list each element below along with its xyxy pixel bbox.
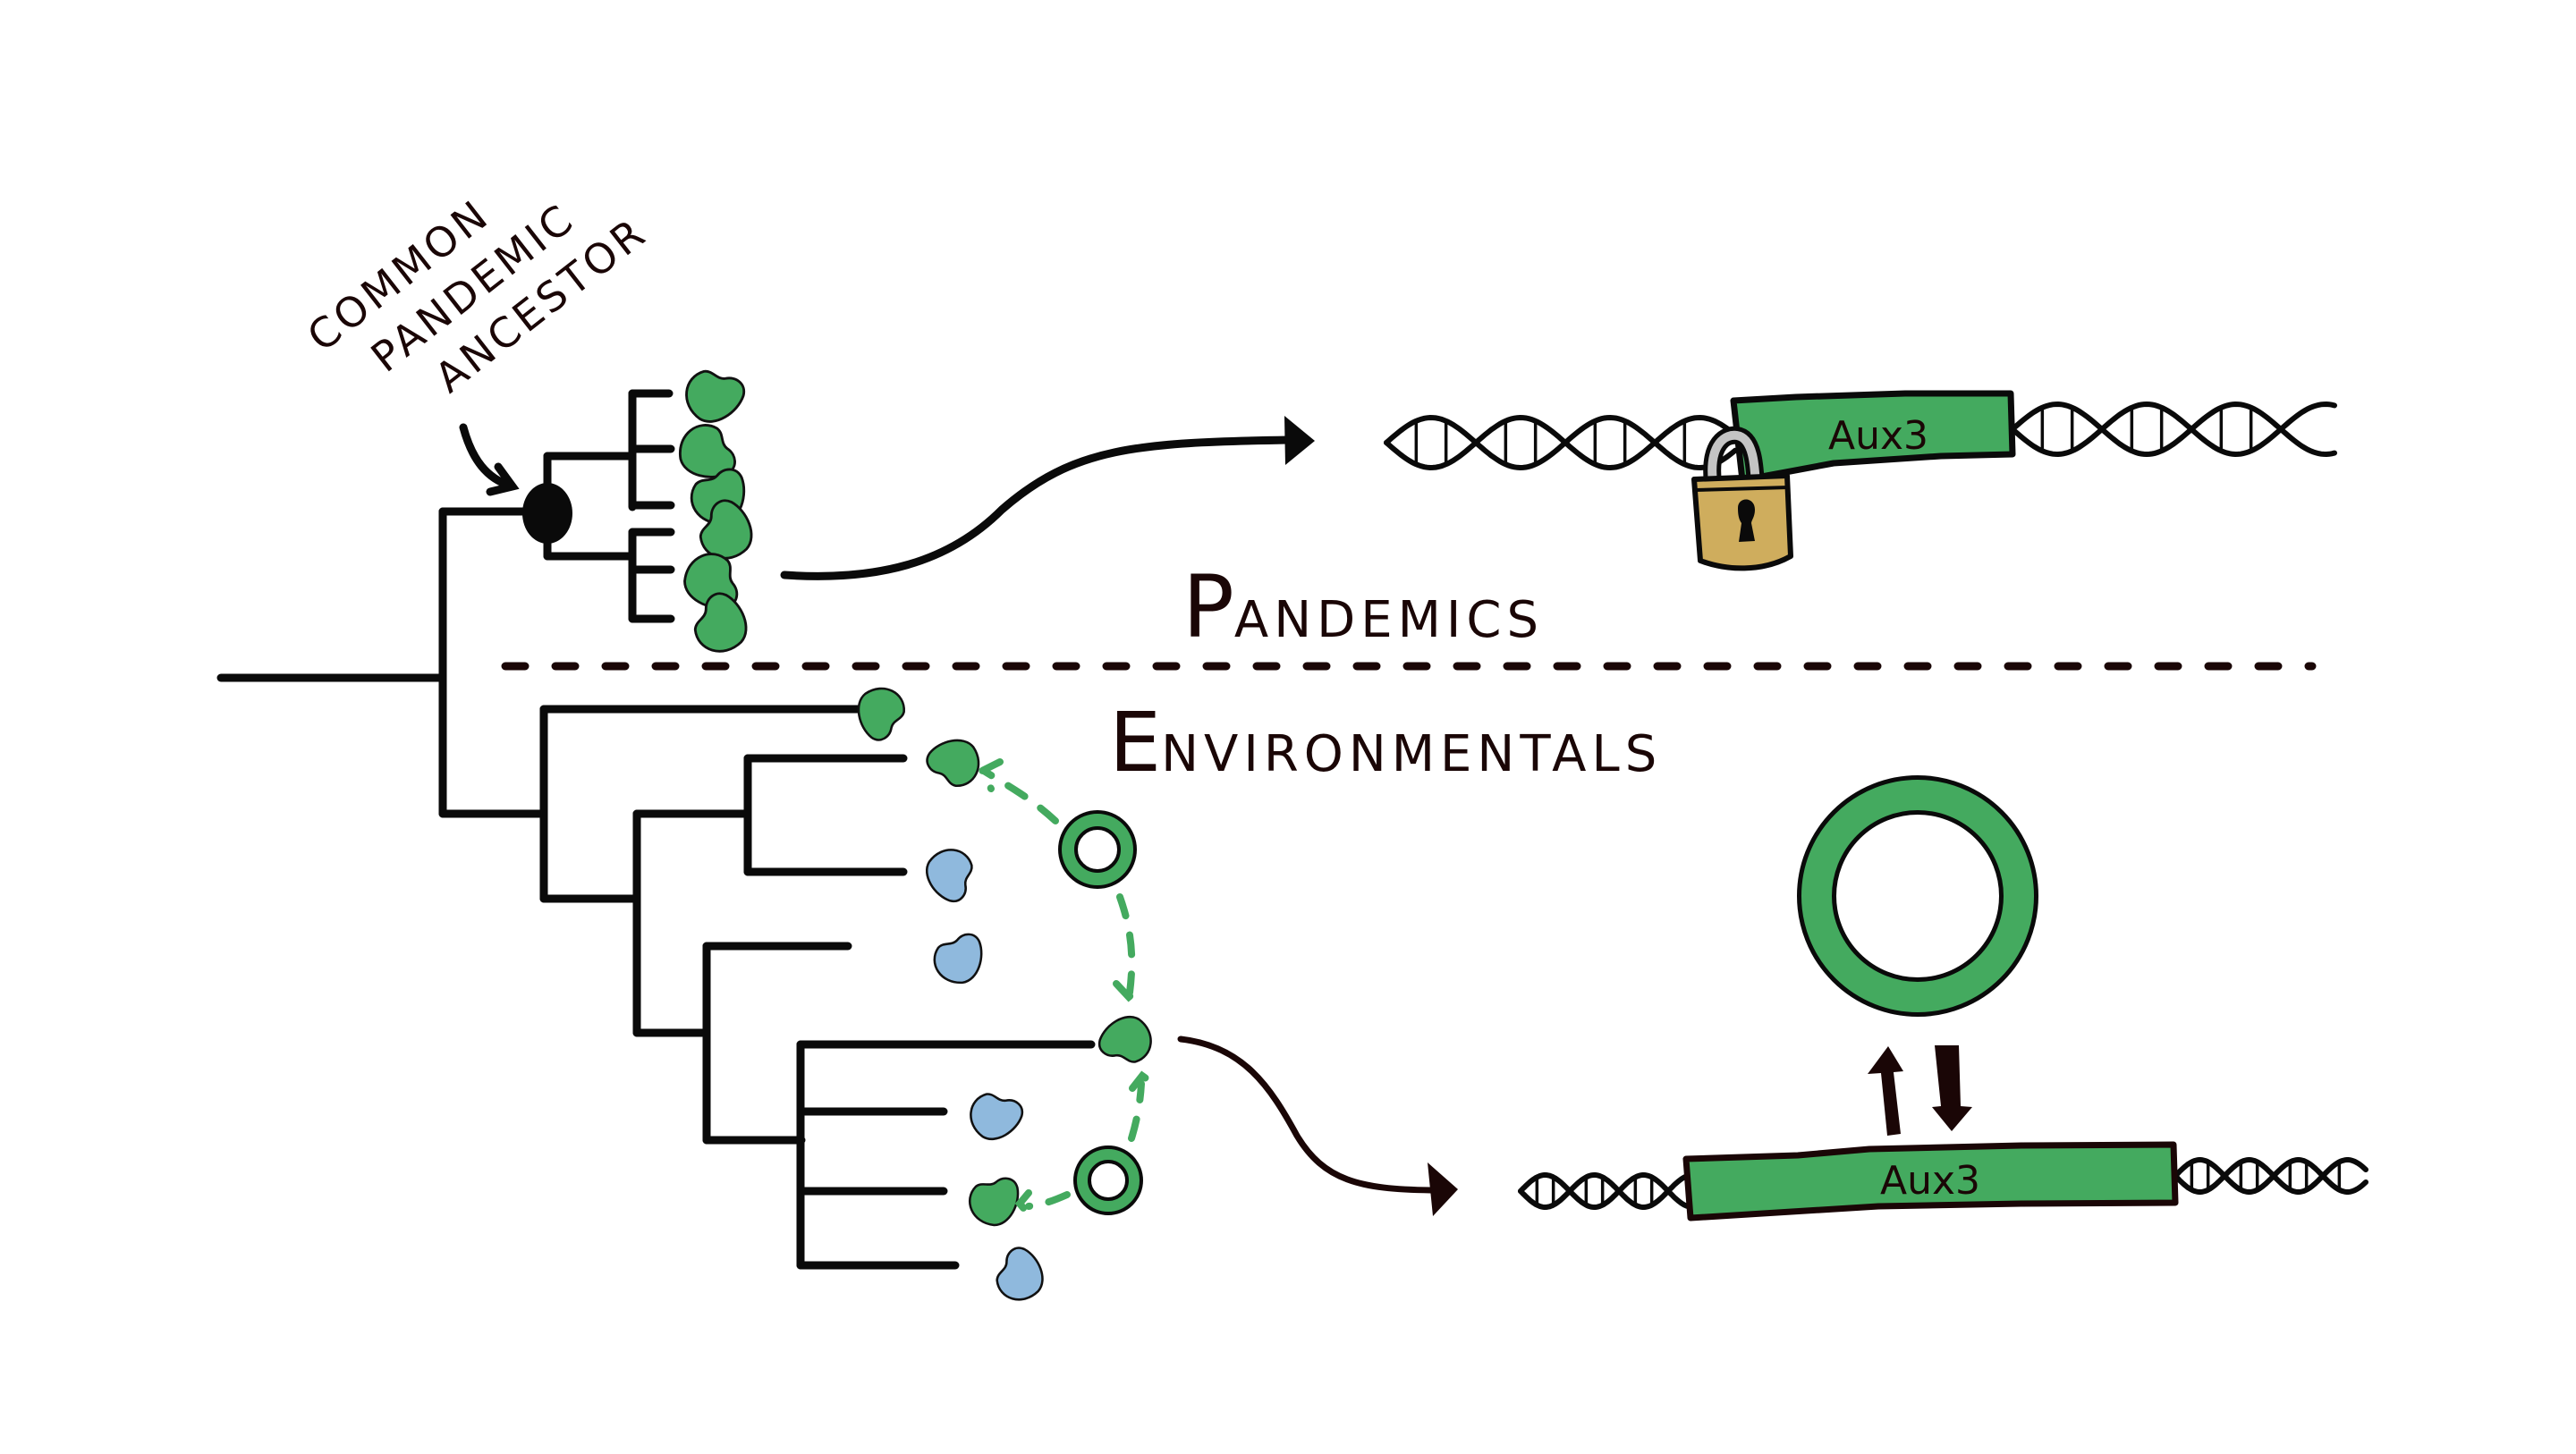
bacterium-icon [923,735,984,792]
gene-box-bottom [1682,1141,2179,1222]
common-ancestor-node-icon [522,483,572,544]
section-label-environmentals: ENVIRONMENTALS [1109,695,1662,790]
dna-strand [1384,414,1738,471]
exchange-arrows-icon [1868,1045,1972,1136]
plasmid-small-1-icon [1058,810,1137,889]
pandemic-to-gene-arrow [780,435,1292,580]
phylogenetic-tree [216,389,1096,1270]
dna-strand [1518,1172,1690,1210]
common-pandemic-ancestor-annotation: COMMON PANDEMIC ANCESTOR [299,190,657,496]
dna-helix-icon [2010,401,2337,458]
annotation-arrowhead-icon [486,462,520,496]
dna-strand [2173,1157,2368,1195]
section-label-pandemics: PANDEMICS [1182,557,1544,657]
transfer-arrow [980,767,1059,824]
padlock-icon [1691,426,1793,571]
bacterium-icon [918,840,986,909]
bacterium-icon [853,683,911,744]
environmental-to-gene-arrow [1177,1036,1435,1194]
bacterium-icon [927,924,990,990]
pandemic-arrowhead-icon [1284,416,1315,465]
gene-label-top: Aux3 [1828,413,1928,459]
bacterium-icon [987,1241,1050,1307]
bacterium-icon [961,1080,1030,1148]
annotation-arrow-icon [459,423,514,490]
transfer-arrow [1025,1191,1071,1210]
pandemic-bacteria [673,356,759,660]
plasmid-small-2-icon [1073,1145,1143,1215]
transfer-arrowhead-icon [1014,1189,1034,1220]
bacterium-icon [675,356,753,432]
transfer-arrowhead-icon [1129,1070,1158,1092]
dna-strand [1518,1172,1690,1210]
transfer-arrowhead-icon [1113,980,1147,1002]
plasmid-large-icon [1797,775,2038,1017]
plasmid-transfer-arrows [977,758,1158,1220]
environmental-arrowhead-icon [1428,1162,1458,1216]
bacterium-icon [1091,1008,1161,1076]
transfer-arrowhead-icon [977,758,1004,792]
bacterium-icon [960,1164,1028,1234]
dna-strand [2173,1157,2368,1195]
chromosome-top: Aux3 [1384,390,2337,571]
dna-strand [2010,401,2337,458]
chromosome-bottom: Aux3 [1518,1141,2368,1222]
gene-label-bottom: Aux3 [1880,1158,1980,1204]
dna-strand [1384,414,1738,471]
transfer-arrow [1116,893,1136,996]
dna-helix-icon [1384,414,1738,471]
dna-helix-icon [2173,1157,2368,1195]
dna-helix-icon [1518,1172,1690,1210]
transfer-arrow [1128,1080,1145,1142]
